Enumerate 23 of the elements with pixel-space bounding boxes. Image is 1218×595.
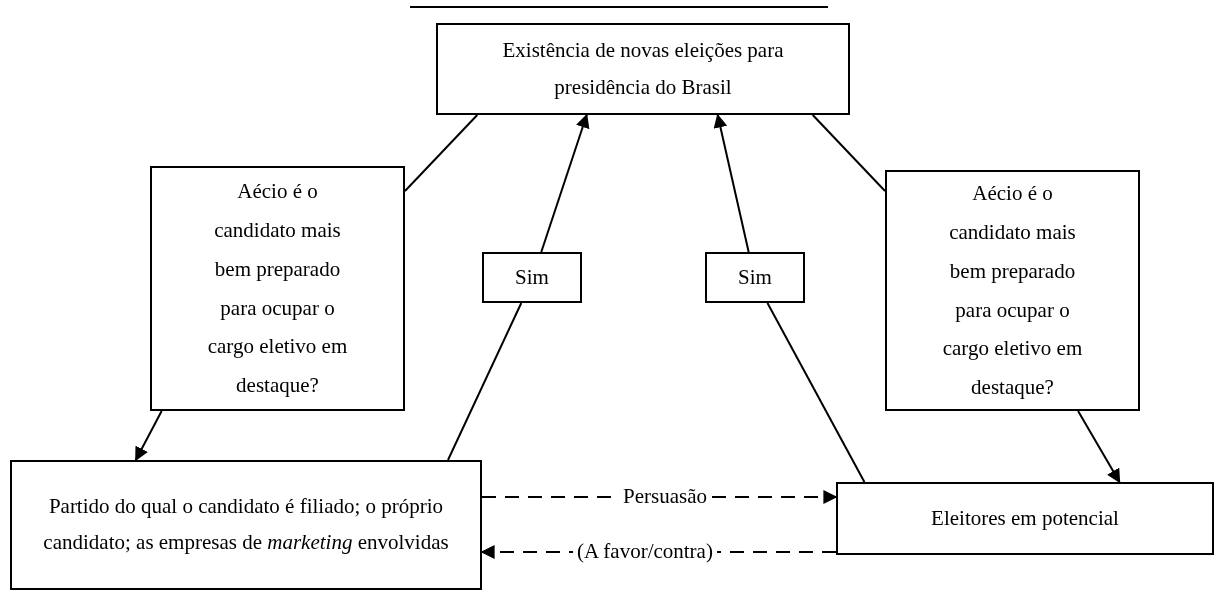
node-text: Existência de novas eleições para presidência do Brasil xyxy=(501,37,785,101)
arrow xyxy=(540,113,590,253)
text-box xyxy=(436,23,850,115)
connector-line xyxy=(766,302,866,483)
connector-line xyxy=(447,302,523,461)
text-box xyxy=(10,460,482,590)
text-box xyxy=(482,252,582,303)
connector-line xyxy=(404,114,479,193)
text-box xyxy=(885,170,1140,411)
node-text: Aécio é o candidato mais bem preparado para ocupar o cargo eletivo em destaque? xyxy=(206,177,349,400)
arrow xyxy=(1077,410,1121,484)
arrow xyxy=(713,113,750,253)
text-box xyxy=(705,252,805,303)
node-text: Aécio é o candidato mais bem preparado para ocupar o cargo eletivo em destaque? xyxy=(941,179,1084,402)
text-box xyxy=(836,482,1214,555)
node-text: Sim xyxy=(738,264,772,291)
node-text: Sim xyxy=(515,264,549,291)
edge-label: (A favor/contra) xyxy=(573,540,717,564)
connector-line xyxy=(811,114,886,193)
text-box xyxy=(150,166,405,411)
arrow xyxy=(134,410,163,462)
node-text: Eleitores em potencial xyxy=(931,504,1119,532)
node-text: Partido do qual o candidato é filiado; o próprio candidato; as empresas de marketing envolvidas xyxy=(42,493,450,556)
